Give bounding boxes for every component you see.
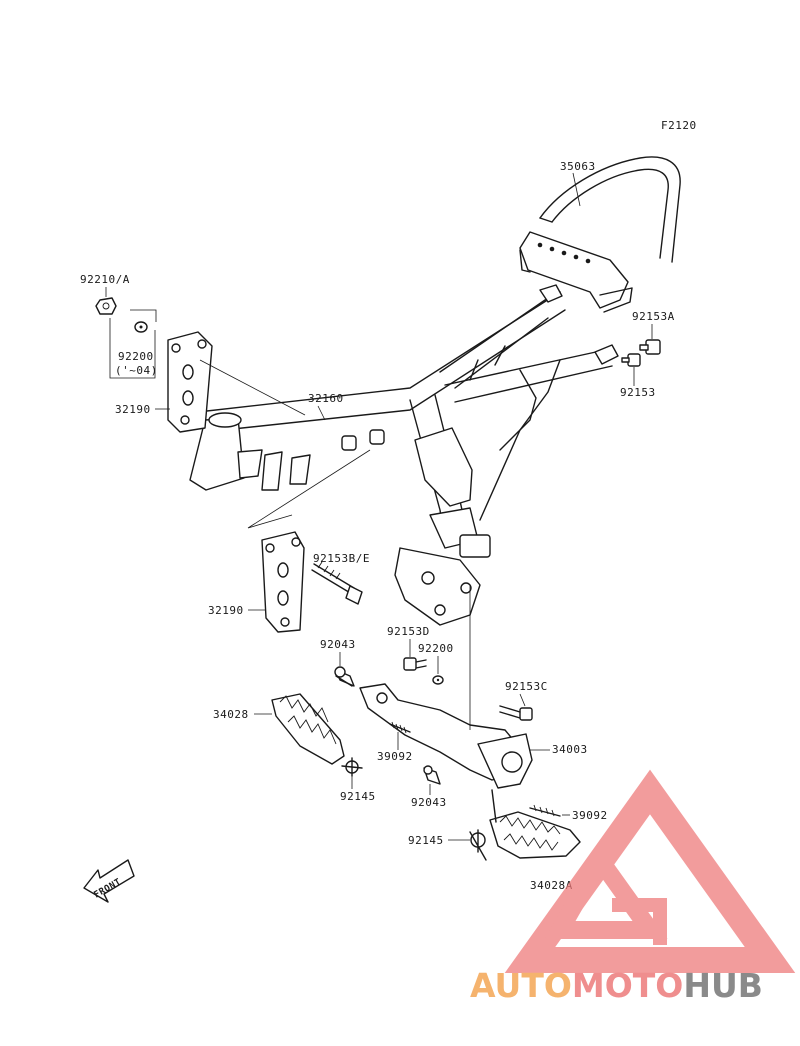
bolt-92210a-drawing xyxy=(95,297,117,315)
part-label-32190-bot: 32190 xyxy=(208,604,244,617)
part-label-92153: 92153 xyxy=(620,386,656,399)
logo-wordmark: AUTOMOTOHUB xyxy=(470,966,763,1005)
part-label-32160: 32160 xyxy=(308,392,344,405)
logo-word-hub: HUB xyxy=(683,966,763,1005)
part-label-35063: 35063 xyxy=(560,160,596,173)
part-label-92153d: 92153D xyxy=(387,625,430,638)
part-label-92200-note: ('~04) xyxy=(115,364,158,377)
footpeg-bracket-34003-drawing xyxy=(359,683,533,789)
logo-word-moto: MOTO xyxy=(572,966,683,1005)
long-bolt-92153be-drawing xyxy=(311,561,363,605)
spring-pin-39092-left-drawing xyxy=(389,721,411,734)
part-label-34028a: 34028A xyxy=(530,879,573,892)
pin-92043-bot-drawing xyxy=(423,765,441,785)
part-label-92043-top: 92043 xyxy=(320,638,356,651)
spring-92145-right-drawing xyxy=(469,829,487,861)
bolt-92153-drawing xyxy=(621,353,641,367)
part-label-32190-top: 32190 xyxy=(115,403,151,416)
spring-pin-39092-right-drawing xyxy=(529,804,561,817)
part-label-92200-mid: 92200 xyxy=(418,642,454,655)
part-label-92153c: 92153C xyxy=(505,680,548,693)
washer-92200-mid-drawing xyxy=(432,675,444,685)
part-label-34003: 34003 xyxy=(552,743,588,756)
mount-plate-32190-top-drawing xyxy=(167,331,213,433)
spring-92145-left-drawing xyxy=(341,757,363,777)
washer-92200-top-drawing xyxy=(134,321,148,333)
mount-plate-32190-bot-drawing xyxy=(261,531,305,633)
part-label-92200-top: 92200 xyxy=(118,350,154,363)
part-label-92145-left: 92145 xyxy=(340,790,376,803)
part-label-92153a: 92153A xyxy=(632,310,675,323)
footpeg-34028a-drawing xyxy=(489,789,581,859)
footpeg-34028-drawing xyxy=(271,693,345,765)
bolt-92153a-drawing xyxy=(639,339,661,355)
logo-word-auto: AUTO xyxy=(470,966,572,1005)
bolt-92153d-drawing xyxy=(403,657,427,671)
diagram-code: F2120 xyxy=(661,119,697,132)
part-label-92043-bot: 92043 xyxy=(411,796,447,809)
automotohub-logo xyxy=(504,769,796,973)
part-label-92210a: 92210/A xyxy=(80,273,130,286)
pin-92043-top-drawing xyxy=(334,666,355,687)
part-label-34028: 34028 xyxy=(213,708,249,721)
part-label-39092-left: 39092 xyxy=(377,750,413,763)
part-label-92153be: 92153B/E xyxy=(313,552,370,565)
front-direction-arrow: FRONT xyxy=(83,859,135,903)
frame-drawing xyxy=(189,284,619,626)
grab-bar-drawing xyxy=(519,156,681,313)
part-label-39092-right: 39092 xyxy=(572,809,608,822)
part-label-92145-right: 92145 xyxy=(408,834,444,847)
bolt-92153c-drawing xyxy=(499,705,533,721)
